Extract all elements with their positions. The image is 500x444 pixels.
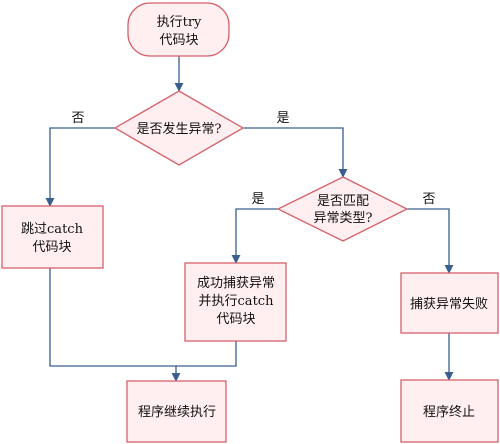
catch-success-text-line3: 代码块	[216, 312, 255, 327]
edge-label-match-yes: 是	[251, 192, 264, 207]
continue-text: 程序继续执行	[138, 405, 216, 420]
edge-match-to-catch	[231, 208, 278, 264]
edge-no-exception-to-skip	[45, 127, 115, 207]
match-decision-text-line1: 是否匹配	[317, 194, 369, 209]
catch-fail-node	[400, 272, 499, 334]
exception-decision-node	[113, 90, 245, 166]
catch-success-text-line1: 成功捕获异常	[197, 275, 275, 291]
catch-success-text-line2: 并执行catch	[199, 294, 275, 309]
exception-decision-text: 是否发生异常?	[137, 121, 222, 137]
catch-success-node	[184, 262, 287, 342]
terminate-text: 程序终止	[423, 404, 475, 420]
terminate-node	[400, 379, 499, 443]
start-node	[127, 2, 230, 57]
edge-label-exception-no: 否	[71, 111, 84, 126]
skip-catch-node	[1, 205, 104, 269]
edge-catch-to-continue	[176, 341, 237, 367]
skip-catch-text-line1: 跳过catch	[21, 222, 84, 237]
start-text-line2: 代码块	[159, 33, 198, 48]
match-decision-node	[276, 176, 409, 242]
edge-skip-to-continue	[49, 268, 181, 382]
edge-label-exception-yes: 是	[276, 111, 289, 126]
start-text-line1: 执行try	[157, 15, 202, 30]
match-decision-text-line2: 异常类型?	[314, 211, 373, 226]
catch-fail-text: 捕获异常失败	[410, 296, 488, 312]
edge-exception-to-match-check	[243, 127, 348, 178]
edge-label-match-no: 否	[422, 192, 435, 207]
edge-no-match-to-fail	[407, 208, 454, 274]
continue-node	[126, 380, 227, 443]
skip-catch-text-line2: 代码块	[32, 240, 71, 255]
